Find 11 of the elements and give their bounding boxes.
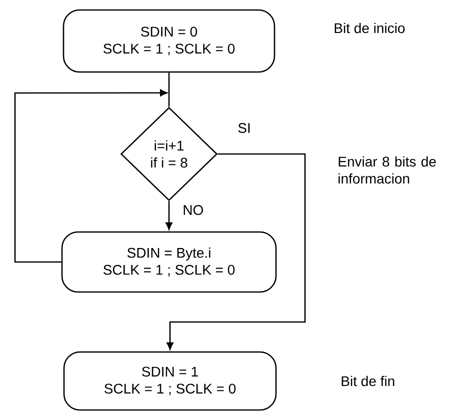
- process-box: SDIN = 0 SCLK = 1 ; SCLK = 0: [62, 9, 276, 73]
- arrow: [166, 153, 306, 350]
- note-text: Enviar 8 bits de informacion: [338, 156, 436, 184]
- edge-label: NO: [182, 204, 205, 216]
- process-box: SDIN = Byte.i SCLK = 1 ; SCLK = 0: [61, 231, 277, 293]
- edge-label: SI: [236, 122, 252, 134]
- arrow: [166, 201, 172, 230]
- note-text: Bit de fin: [342, 376, 394, 386]
- arrow: [14, 89, 168, 263]
- note-text: Bit de inicio: [334, 22, 405, 34]
- process-box: SDIN = 1 SCLK = 1 ; SCLK = 0: [63, 351, 277, 411]
